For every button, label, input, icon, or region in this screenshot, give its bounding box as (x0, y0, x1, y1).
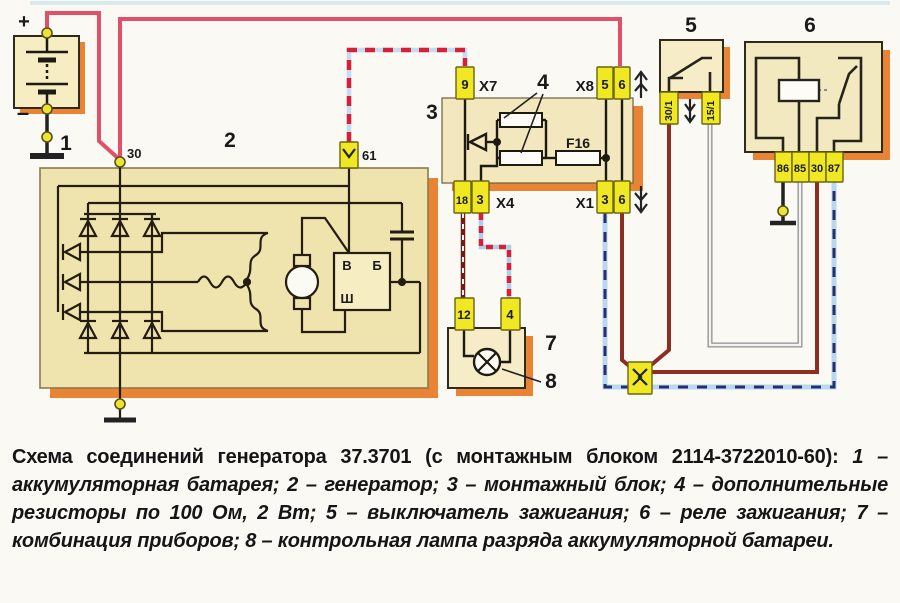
connector-15-1 (701, 91, 721, 125)
pin-x1-6: 6 (618, 192, 625, 207)
label-fuse: F16 (566, 135, 590, 151)
wire-15-1-to-85 (708, 124, 802, 347)
label-x1: X1 (576, 195, 594, 212)
ignition-relay-symbol (754, 56, 863, 152)
resistor-2 (499, 150, 543, 166)
relay-coil (777, 78, 821, 103)
generator-internals (56, 163, 422, 419)
caption: Схема соединений генератора 37.3701 (с м… (12, 443, 888, 555)
label-switch: 5 (685, 14, 697, 37)
pin-cluster-4: 4 (506, 307, 514, 322)
voltage-regulator-box (332, 251, 392, 312)
label-x4: X4 (496, 195, 515, 212)
terminal-61: 61 (362, 148, 376, 163)
pin-relay-30: 30 (811, 163, 823, 175)
junction-nodes (41, 27, 789, 410)
continuation-arrows (634, 70, 696, 214)
connector-cluster-4 (500, 297, 521, 331)
connector-x4-3 (471, 180, 490, 214)
connector-x1-6 (613, 180, 631, 214)
label-cluster: 7 (545, 332, 557, 355)
arrow-down-icon (684, 99, 696, 124)
wire-30-1-to-joint (648, 124, 671, 368)
connector-cluster-12 (454, 297, 475, 331)
wire-x1-3-to-87 (603, 182, 836, 389)
caption-title: Схема соединений генератора 37.3701 (с м… (12, 446, 839, 468)
label-generator: 2 (224, 129, 236, 152)
label-x7: X7 (479, 78, 497, 95)
connectors (339, 66, 844, 395)
battery-symbol (26, 33, 68, 109)
connector-x4-18 (453, 180, 472, 214)
pin-x8-6: 6 (618, 77, 625, 92)
pin-x7-9: 9 (461, 77, 468, 92)
pin-relay-85: 85 (794, 163, 806, 175)
label-relay: 6 (804, 14, 816, 37)
scan-artifact (30, 1, 890, 5)
caption-legend: 1 – аккумуляторная батарея; 2 – генерато… (12, 446, 888, 552)
regulator-terminal-b: Б (372, 258, 381, 273)
brush-bottom (292, 296, 312, 311)
label-resistors: 4 (537, 71, 549, 94)
wire-battery-to-x8-6 (118, 17, 622, 161)
label-block: 3 (426, 101, 438, 124)
connector-61 (339, 141, 359, 169)
wire-relay-30-to-joint (651, 182, 819, 374)
connector-x8-6 (613, 66, 631, 100)
rotor-symbol (284, 264, 320, 300)
label-x8: X8 (576, 78, 594, 95)
pin-cluster-12: 12 (457, 308, 471, 322)
pin-switch-15-1: 15/1 (705, 100, 717, 121)
regulator-terminal-v: В (342, 258, 351, 273)
pin-x8-5: 5 (601, 77, 608, 92)
pin-relay-86: 86 (777, 163, 789, 175)
fuse-f16 (555, 150, 601, 166)
pin-x4-3: 3 (476, 192, 483, 207)
connector-x1-3 (596, 180, 614, 214)
connector-relay-87 (825, 151, 844, 183)
pin-switch-30-1: 30/1 (663, 100, 675, 121)
wire-x4-3-to-4-base (478, 213, 512, 298)
arrow-down-icon (634, 186, 648, 214)
regulator-terminal-sh: Ш (340, 291, 353, 306)
battery-minus: – (17, 100, 29, 125)
wire-x4-3-to-4 (478, 213, 512, 298)
connector-chevrons (342, 148, 648, 386)
pin-relay-87: 87 (828, 163, 840, 175)
wire-battery-to-generator-30 (45, 11, 122, 162)
battery-plus: + (18, 11, 30, 33)
connector-x8-5 (596, 66, 614, 100)
label-lamp: 8 (545, 370, 557, 393)
pin-x4-18: 18 (456, 195, 468, 207)
connector-30-1 (659, 91, 679, 125)
lamp-cross (477, 352, 497, 372)
wire-61-to-x7 (346, 47, 468, 142)
wiring-diagram: В Б Ш (13, 1, 890, 423)
terminal-30: 30 (127, 146, 141, 161)
wire-x1-6-to-joint (620, 213, 636, 372)
cluster-internals (462, 328, 512, 364)
arrow-up-icon (634, 70, 648, 98)
brush-top (292, 253, 312, 268)
connector-x7-9 (455, 66, 475, 100)
ignition-switch-symbol (667, 56, 712, 92)
label-pointers (501, 92, 544, 383)
mounting-block-internals (463, 99, 624, 181)
pin-x1-3: 3 (601, 192, 608, 207)
label-battery: 1 (60, 132, 72, 155)
